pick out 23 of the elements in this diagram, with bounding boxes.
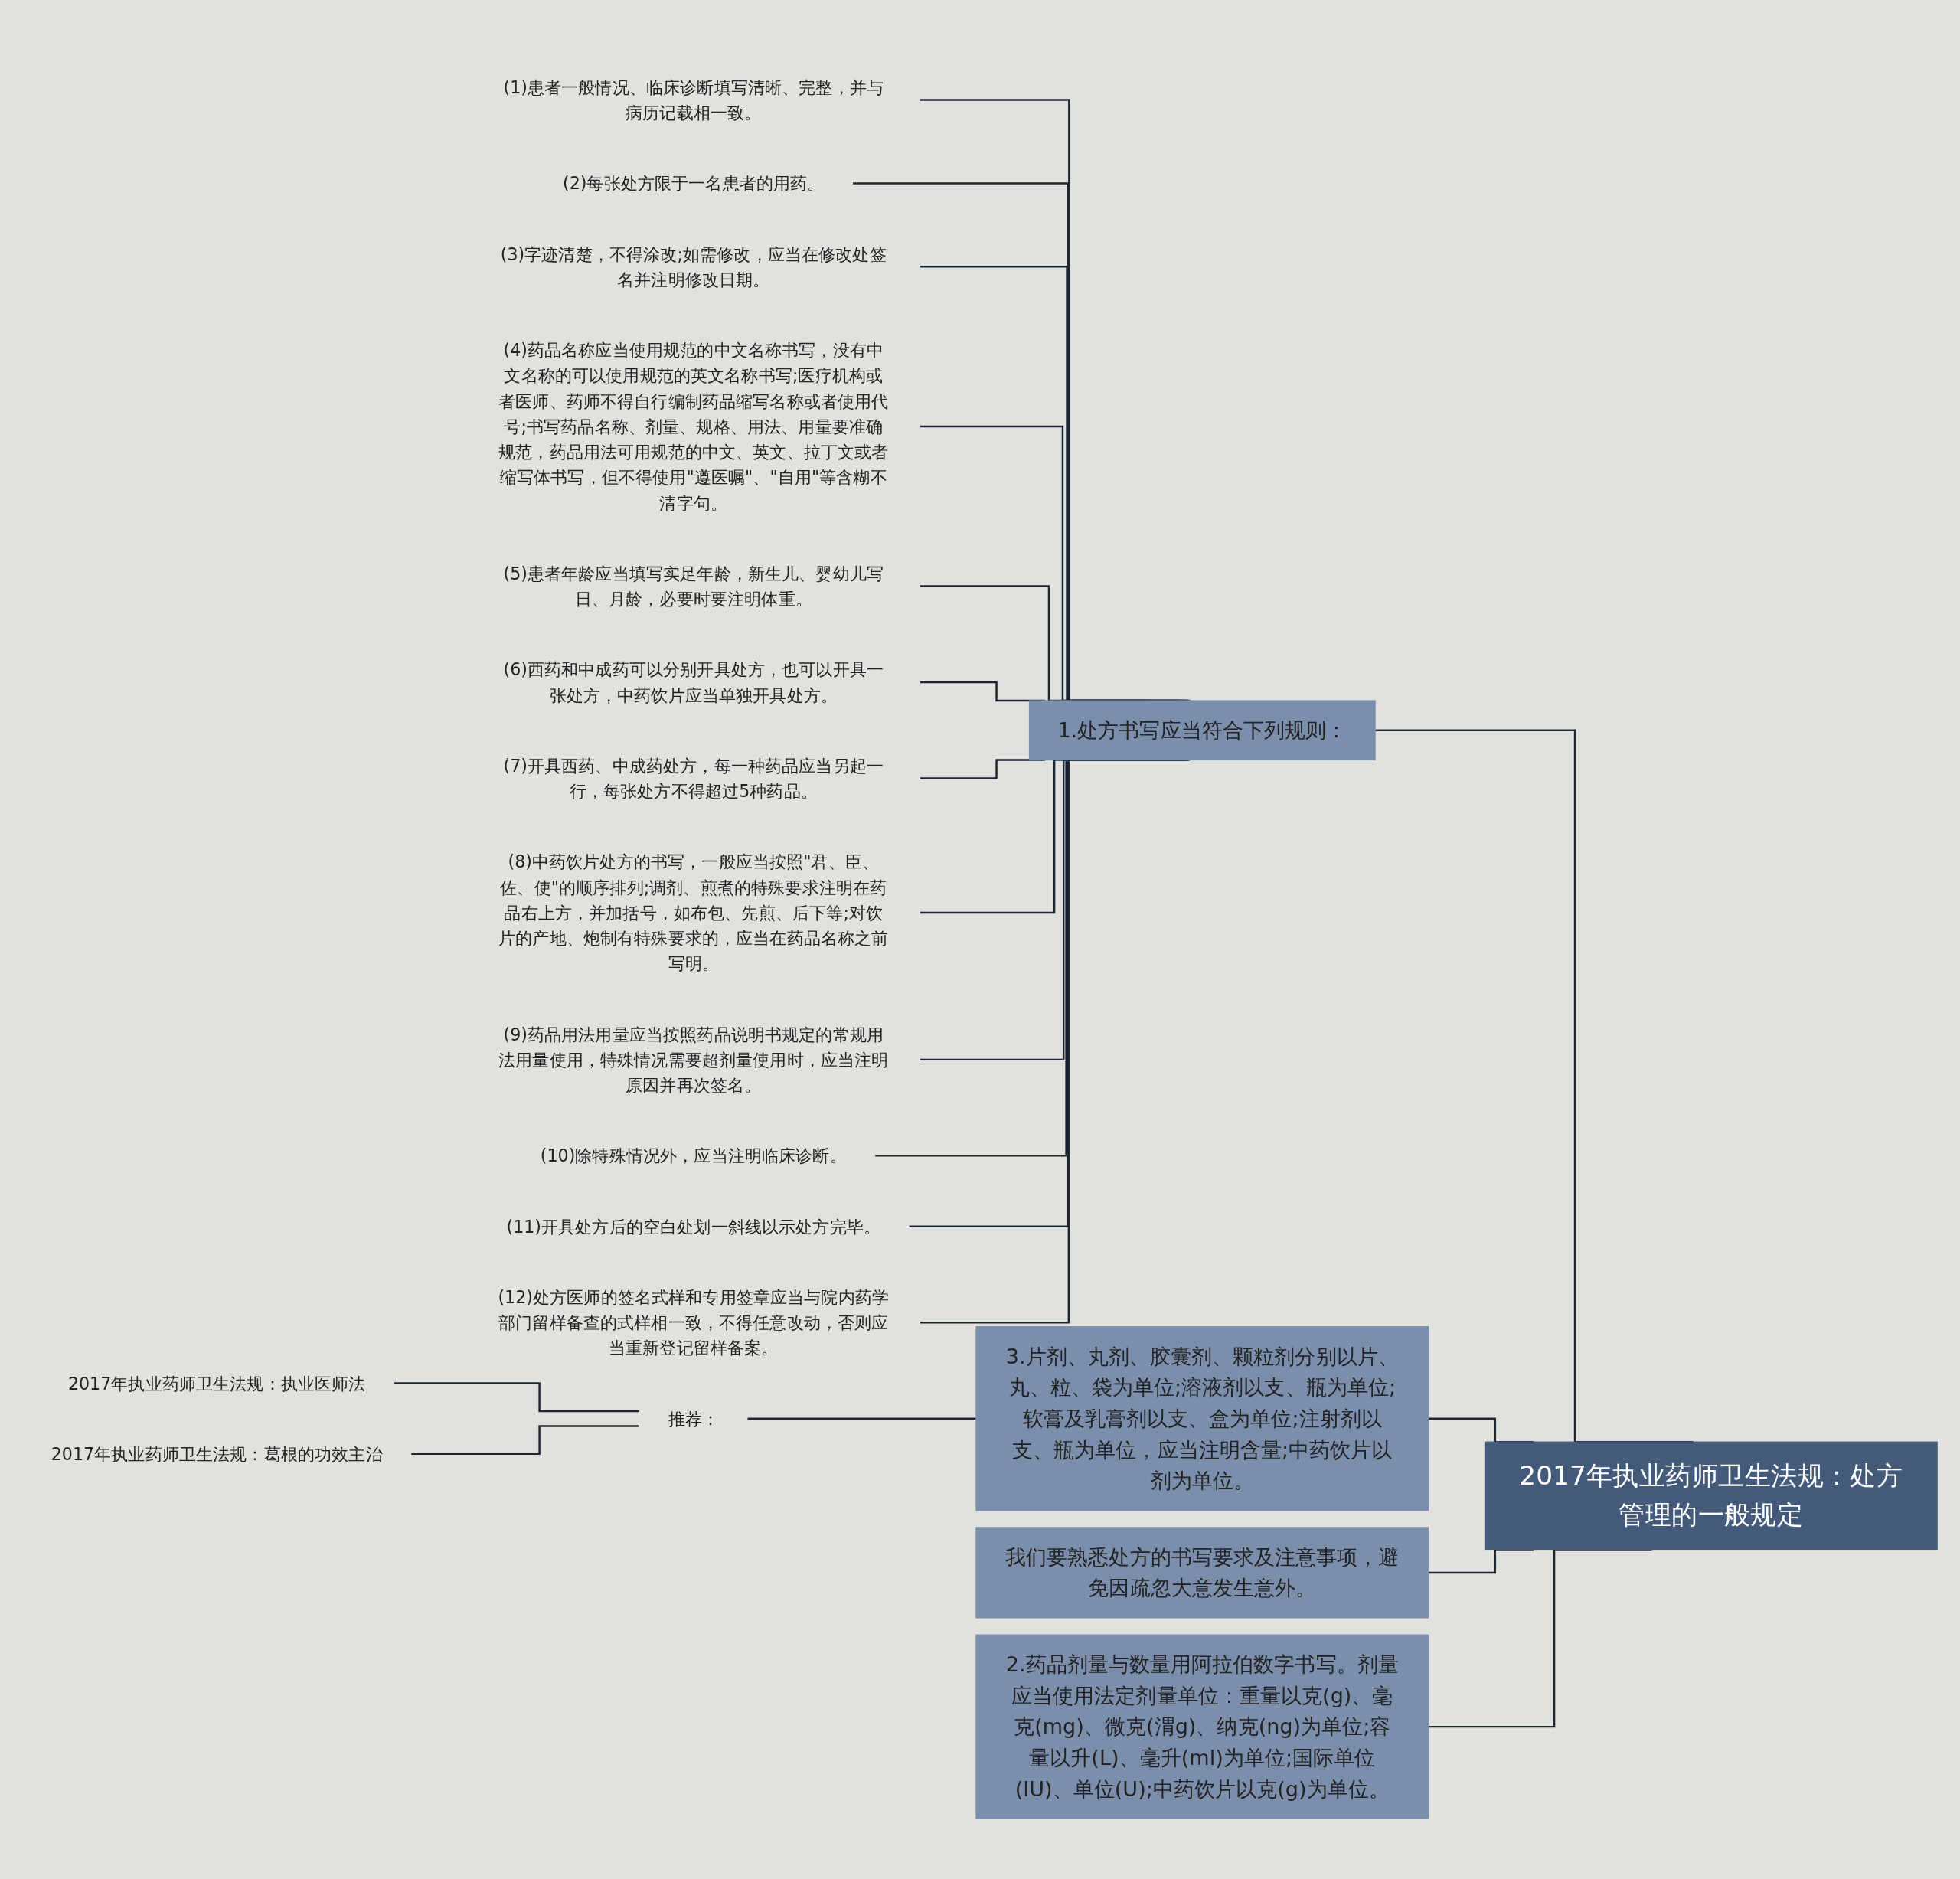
node-text: (11)开具处方后的空白处划一斜线以示处方完毕。 xyxy=(506,1216,881,1237)
node-box xyxy=(975,1326,1429,1511)
node-text: 推荐： xyxy=(668,1408,720,1429)
node-box xyxy=(975,1634,1429,1819)
node-text: 2017年执业药师卫生法规：葛根的功效主治 xyxy=(51,1443,383,1464)
node-box xyxy=(975,1527,1429,1619)
node-text: (2)每张处方限于一名患者的用药。 xyxy=(563,173,825,194)
node-text: (8)中药饮片处方的书写，一般应当按照"君、臣、佐、使"的顺序排列;调剂、煎煮的特殊要求注明在药品右上方，并加括号，如布包、先煎、后下等;对饮片的产地、炮制有特殊要求的，应当在药品名称之前写明。 xyxy=(498,851,889,974)
node-text: (3)字迹清楚，不得涂改;如需修改，应当在修改处签名并注明修改日期。 xyxy=(500,243,887,289)
node-text: (9)药品用法用量应当按照药品说明书规定的常规用法用量使用，特殊情况需要超剂量使用时，应当注明原因并再次签名。 xyxy=(498,1024,889,1096)
node-text: (7)开具西药、中成药处方，每一种药品应当另起一行，每张处方不得超过5种药品。 xyxy=(503,756,884,802)
node-box xyxy=(1028,700,1376,761)
node-text: 2017年执业药师卫生法规：执业医师法 xyxy=(67,1373,366,1394)
node-box xyxy=(1484,1441,1938,1551)
node-text: (1)患者一般情况、临床诊断填写清晰、完整，并与病历记载相一致。 xyxy=(503,77,884,123)
node-text: (10)除特殊情况外，应当注明临床诊断。 xyxy=(540,1145,847,1166)
node-text: (4)药品名称应当使用规范的中文名称书写，没有中文名称的可以使用规范的英文名称书写;医疗机构或者医师、药师不得自行编制药品缩写名称或者使用代号;书写药品名称、剂量、规格、用法、用量要准确规范，药品用法可用规范的中文、英文、拉丁文或者缩写体书写，但不得使用"遵医嘱"、"自用"等含糊不清字句。 xyxy=(498,340,889,513)
node-text: (5)患者年龄应当填写实足年龄，新生儿、婴幼儿写日、月龄，必要时要注明体重。 xyxy=(503,564,884,609)
connector xyxy=(746,1417,976,1420)
connector xyxy=(394,1382,640,1413)
connector xyxy=(410,1425,640,1456)
node-text: (6)西药和中成药可以分别开具处方，也可以开具一张处方，中药饮片应当单独开具处方。 xyxy=(503,659,884,705)
node-text: (12)处方医师的签名式样和专用签章应当与院内药学部门留样备查的式样相一致，不得任意改动，否则应当重新登记留样备案。 xyxy=(498,1287,890,1358)
